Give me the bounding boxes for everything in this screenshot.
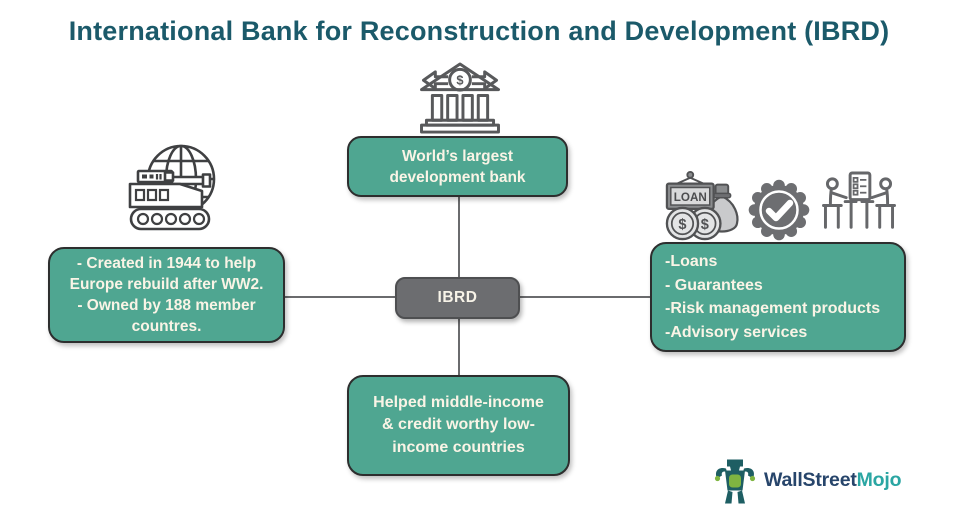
advisory-meeting-icon [822, 171, 896, 229]
connector-top [458, 197, 460, 277]
box-text-line: - Owned by 188 member [77, 297, 256, 314]
bull-icon [714, 459, 756, 504]
info-box-left: - Created in 1944 to help Europe rebuild… [48, 247, 285, 343]
box-text-line: income countries [392, 438, 525, 456]
development-bank-icon: $ [420, 62, 500, 134]
brand-name: WallStreetMojo [764, 469, 902, 492]
guarantee-check-badge-icon [748, 179, 810, 241]
box-text-line: -Risk management products [665, 300, 881, 317]
loan-sign-label: LOAN [674, 191, 707, 204]
ibrd-node: IBRD [395, 277, 520, 319]
ibrd-label: IBRD [437, 289, 478, 306]
info-box-top: World’s largest development bank [347, 136, 568, 197]
box-text-line: -Advisory services [665, 323, 808, 341]
wallstreetmojo-logo: WallStreetMojo [712, 456, 902, 505]
box-text-line: -Loans [665, 253, 718, 270]
connector-right [520, 296, 650, 298]
connector-left [285, 296, 395, 298]
box-text-line: & credit worthy low- [382, 416, 535, 434]
dollar-icon: $ [678, 217, 686, 233]
brand-part-1: WallStreet [764, 469, 857, 491]
page-title: International Bank for Reconstruction an… [68, 16, 890, 46]
box-text-line: countres. [131, 318, 202, 335]
box-text-line: World’s largest [401, 147, 514, 165]
dollar-icon: $ [456, 73, 463, 88]
box-text-line: development bank [389, 168, 526, 186]
dollar-icon: $ [701, 217, 709, 233]
loan-money-bag-icon: LOAN $ $ [665, 170, 739, 241]
info-box-right: -Loans - Guarantees -Risk management pro… [650, 242, 906, 352]
box-text-line: Helped middle-income [373, 393, 544, 411]
brand-part-2: Mojo [856, 469, 902, 491]
box-text-line: - Guarantees [665, 276, 763, 294]
connector-bottom [458, 319, 460, 375]
box-text-line: Europe rebuild after WW2. [69, 276, 264, 293]
box-text-line: - Created in 1944 to help [76, 255, 257, 272]
info-box-bottom: Helped middle-income & credit worthy low… [347, 375, 570, 476]
ww2-tank-globe-icon [128, 144, 216, 231]
